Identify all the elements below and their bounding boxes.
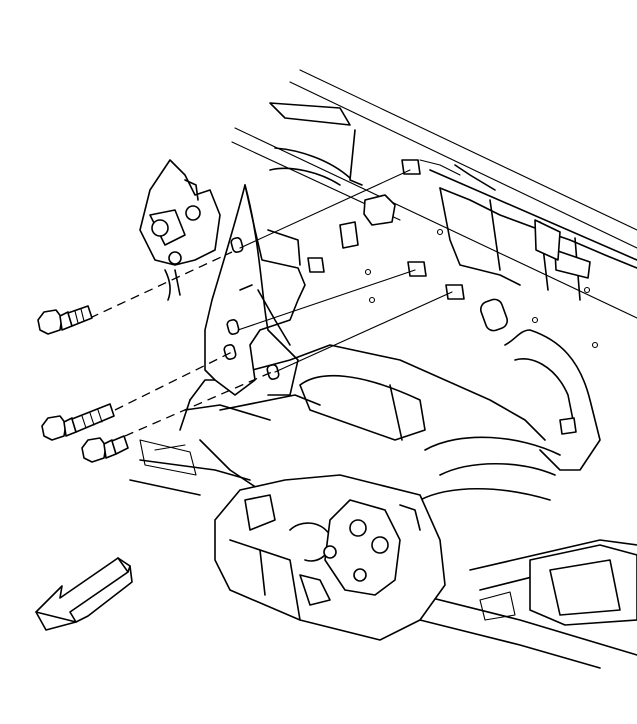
alignment-lines	[237, 169, 453, 373]
cross-member	[129, 329, 601, 501]
bolt-upper	[37, 251, 233, 335]
clip-nuts	[307, 159, 465, 300]
mounting-bracket	[204, 184, 306, 396]
frame-rail	[364, 164, 637, 349]
bolt-lower	[81, 371, 273, 463]
lower-rail	[139, 439, 637, 669]
bolt-middle	[41, 351, 233, 441]
lower-assembly	[214, 474, 446, 641]
forward-direction-arrow-icon	[35, 557, 133, 631]
upper-mechanism	[139, 159, 221, 301]
body-panel-lines	[231, 69, 637, 319]
